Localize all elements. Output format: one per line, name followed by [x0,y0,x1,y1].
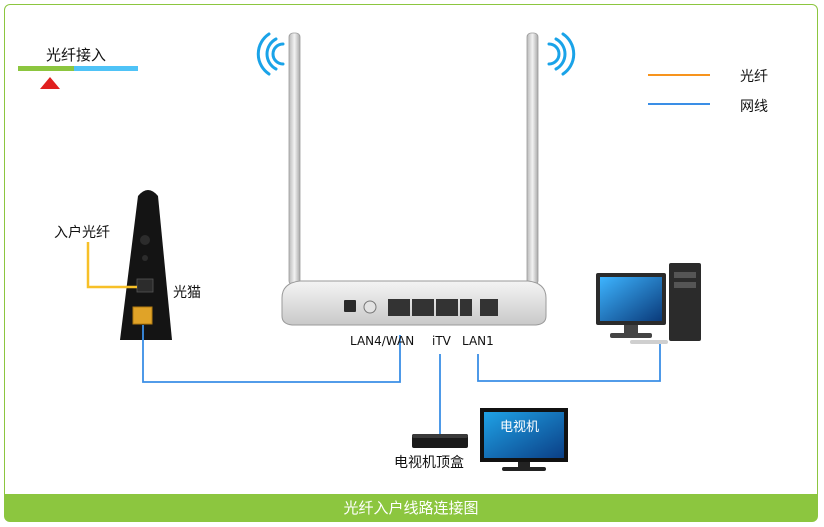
router-body [282,281,546,325]
wifi-signal-right-icon [549,34,574,74]
router-reset-button [364,301,376,313]
modem-lan-port [133,307,152,324]
legend-cable-label: 网线 [740,96,768,116]
router-wan-port [388,299,410,316]
router-port-lan1-label: LAN1 [462,334,494,348]
fiber-entry-marker-icon [40,77,60,89]
router-port-4 [460,299,472,316]
modem-label: 光猫 [173,282,201,302]
router-port-wan-label: LAN4/WAN [350,334,414,348]
router-lan1-port [480,299,498,316]
tv-screen-label: 电视机 [500,416,539,435]
footer-caption: 光纤入户线路连接图 [4,494,818,522]
legend-fiber-label: 光纤 [740,66,768,86]
header-bar [18,66,138,71]
router-port-itv-label: iTV [432,334,451,348]
stb-label: 电视机顶盒 [394,452,464,472]
router-antenna-right [523,33,542,318]
desktop-pc [596,263,701,344]
router-antenna-left [285,33,304,318]
router-port-2 [412,299,434,316]
router-power-port [344,300,356,312]
cable-lan1-to-pc [478,341,660,381]
set-top-box [412,434,468,448]
fiber-in-label: 入户光纤 [54,222,110,242]
wifi-signal-left-icon [258,34,283,74]
header-title: 光纤接入 [46,44,106,65]
footer-bar: 光纤入户线路连接图 [4,494,818,522]
optical-modem [120,190,172,340]
router-port-3 [436,299,458,316]
